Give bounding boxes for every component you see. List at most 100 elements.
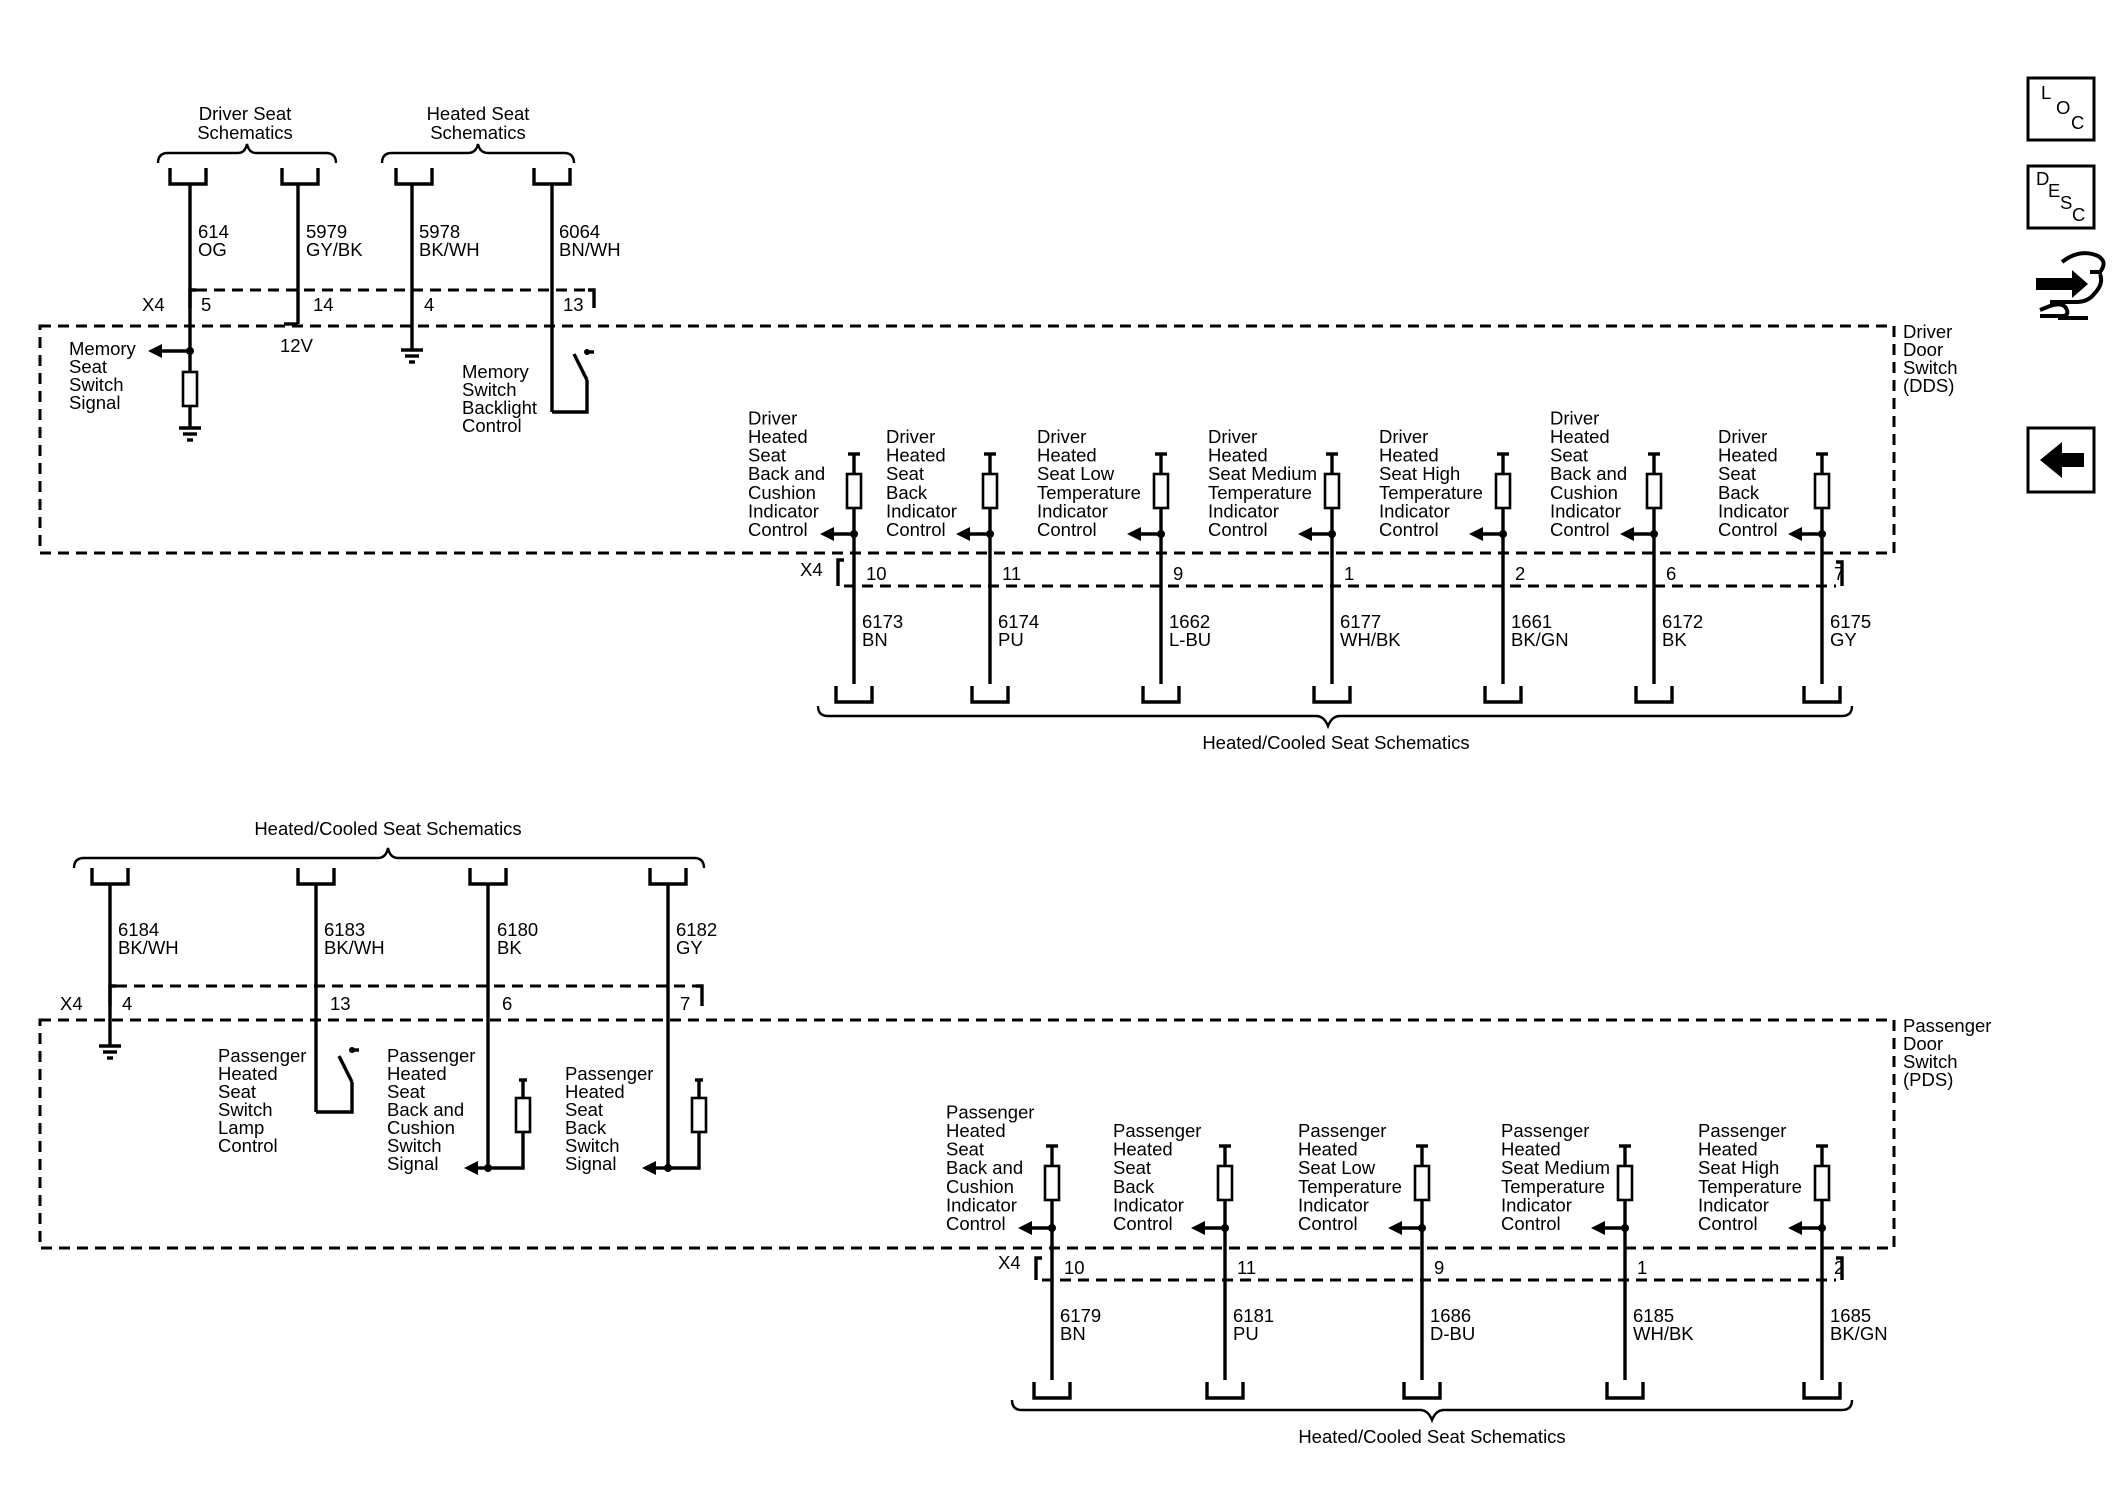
indicator-channel-bottom-1: PassengerHeatedSeatBackIndicatorControl1… bbox=[1113, 1120, 1274, 1400]
indicator-label-line: Back bbox=[1718, 482, 1760, 503]
module-dds-1: Driver bbox=[1903, 321, 1952, 342]
sig2-resistor bbox=[690, 1096, 708, 1134]
pass-pin-13: 13 bbox=[330, 993, 351, 1014]
indicator-label-line: Control bbox=[1037, 519, 1097, 540]
desc-letter-c: C bbox=[2072, 204, 2085, 225]
indicator-resistor bbox=[1645, 472, 1663, 510]
indicator-connector-pin bbox=[834, 686, 874, 704]
indicator-label-line: Indicator bbox=[1379, 500, 1450, 521]
backlight-return bbox=[552, 380, 589, 414]
indicator-label-line: Heated bbox=[1037, 445, 1097, 466]
indicator-label-line: Seat bbox=[1113, 1157, 1151, 1178]
brace-heated-cooled-bottom-top bbox=[72, 847, 706, 869]
indicator-arrowhead bbox=[1469, 527, 1483, 541]
sig1-label-2: Heated bbox=[387, 1063, 447, 1084]
indicator-label-line: Seat High bbox=[1379, 463, 1460, 484]
pass-bracket-left bbox=[108, 984, 116, 1006]
indicator-label-line: Temperature bbox=[1208, 482, 1312, 503]
indicator-label-line: Heated bbox=[1379, 445, 1439, 466]
module-pds-4: (PDS) bbox=[1903, 1069, 1953, 1090]
indicator-label-line: Seat Medium bbox=[1501, 1157, 1610, 1178]
desc-letter-d: D bbox=[2036, 168, 2049, 189]
indicator-pin-number: 7 bbox=[1834, 563, 1844, 584]
module-pds-2: Door bbox=[1903, 1033, 1943, 1054]
indicator-resistor bbox=[1494, 472, 1512, 510]
indicator-label-line: Driver bbox=[1037, 426, 1086, 447]
sig2-label-4: Back bbox=[565, 1117, 607, 1138]
indicator-label-line: Back and bbox=[748, 463, 825, 484]
indicator-label-line: Indicator bbox=[1550, 500, 1621, 521]
pass-upper-pin-4 bbox=[648, 868, 688, 886]
loc-letter-l: L bbox=[2041, 82, 2051, 103]
pin-14: 14 bbox=[313, 294, 334, 315]
pass-bracket-right bbox=[696, 984, 704, 1006]
pass-pin-7: 7 bbox=[680, 993, 690, 1014]
lamp-label-5: Lamp bbox=[218, 1117, 264, 1138]
indicator-circuit-number: 6174 bbox=[998, 611, 1039, 632]
back-arrow-icon[interactable] bbox=[2026, 426, 2096, 494]
memory-arrowhead bbox=[148, 344, 162, 358]
indicator-label-line: Driver bbox=[1379, 426, 1428, 447]
indicator-label-line: Indicator bbox=[1113, 1194, 1184, 1215]
pass-upper-pin-3 bbox=[468, 868, 508, 886]
lamp-label-2: Heated bbox=[218, 1063, 278, 1084]
upper-pin-4 bbox=[532, 168, 572, 186]
indicator-label-line: Driver bbox=[748, 407, 797, 428]
lower-bracket-left bbox=[836, 558, 844, 586]
indicator-pin-number: 2 bbox=[1834, 1257, 1844, 1278]
indicator-arrowhead bbox=[1127, 527, 1141, 541]
nav-icons: L O C D E S C bbox=[2026, 76, 2106, 494]
indicator-pin-number: 1 bbox=[1344, 563, 1354, 584]
indicator-arrowhead bbox=[1620, 527, 1634, 541]
indicator-label-line: Temperature bbox=[1501, 1176, 1605, 1197]
indicator-circuit-number: 6185 bbox=[1633, 1305, 1674, 1326]
indicator-label-line: Heated bbox=[1298, 1139, 1358, 1160]
driver-section: Driver Seat Schematics Heated Seat Schem… bbox=[38, 103, 1958, 753]
indicator-label-line: Driver bbox=[1550, 407, 1599, 428]
indicator-wire-color: PU bbox=[1233, 1323, 1259, 1344]
indicator-label-line: Control bbox=[1550, 519, 1610, 540]
indicator-label-line: Temperature bbox=[1698, 1176, 1802, 1197]
sig2-label-1: Passenger bbox=[565, 1063, 653, 1084]
indicator-label-line: Passenger bbox=[1501, 1120, 1589, 1141]
indicator-resistor bbox=[1813, 1164, 1831, 1202]
upper-pin-2 bbox=[280, 168, 320, 186]
indicator-connector-pin bbox=[1205, 1382, 1245, 1400]
indicator-label-line: Heated bbox=[748, 426, 808, 447]
color-6182: GY bbox=[676, 937, 703, 958]
indicator-label-line: Indicator bbox=[886, 500, 957, 521]
indicator-label-line: Indicator bbox=[1718, 500, 1789, 521]
indicator-circuit-number: 1685 bbox=[1830, 1305, 1871, 1326]
sig1-label-3: Seat bbox=[387, 1081, 425, 1102]
indicator-label-line: Temperature bbox=[1379, 482, 1483, 503]
circuit-6180: 6180 bbox=[497, 919, 538, 940]
indicator-label-line: Seat bbox=[1550, 445, 1588, 466]
lamp-label-1: Passenger bbox=[218, 1045, 306, 1066]
indicator-circuit-number: 6175 bbox=[1830, 611, 1871, 632]
indicator-arrowhead bbox=[1591, 1221, 1605, 1235]
connector-x4-lower: X4 bbox=[800, 559, 823, 580]
indicator-label-line: Heated bbox=[1718, 445, 1778, 466]
passenger-section: Heated/Cooled Seat Schematics 6184 BK/WH… bbox=[38, 818, 1991, 1447]
indicator-label-line: Indicator bbox=[1698, 1194, 1769, 1215]
connector-hand-icon[interactable] bbox=[2036, 251, 2106, 320]
module-dds-3: Switch bbox=[1903, 357, 1958, 378]
indicator-pin-number: 1 bbox=[1637, 1257, 1647, 1278]
indicator-label-line: Indicator bbox=[748, 500, 819, 521]
indicator-wire-color: L-BU bbox=[1169, 629, 1211, 650]
desc-icon[interactable]: D E S C bbox=[2026, 164, 2096, 230]
pass-upper-pin-1 bbox=[90, 868, 130, 886]
ref-heated-seat-l2: Schematics bbox=[430, 122, 526, 143]
indicator-label-line: Seat bbox=[886, 463, 924, 484]
loc-icon[interactable]: L O C bbox=[2026, 76, 2096, 142]
indicator-wire-color: PU bbox=[998, 629, 1024, 650]
indicator-pin-number: 10 bbox=[1064, 1257, 1085, 1278]
indicator-resistor bbox=[1216, 1164, 1234, 1202]
indicator-label-line: Seat bbox=[748, 445, 786, 466]
backlight-label-3: Backlight bbox=[462, 397, 537, 418]
pin-4: 4 bbox=[424, 294, 434, 315]
indicator-resistor bbox=[1616, 1164, 1634, 1202]
